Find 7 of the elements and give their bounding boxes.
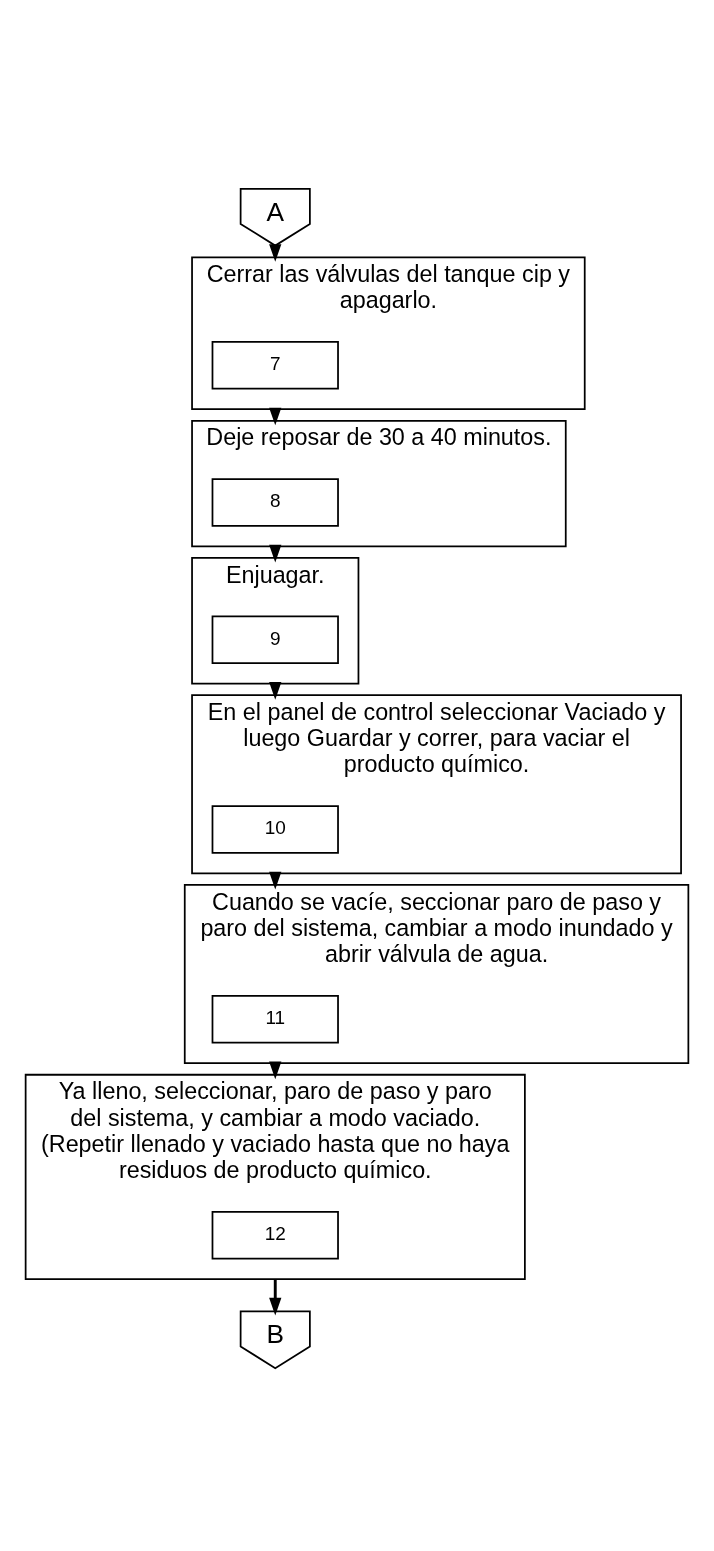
node-box: 12 bbox=[211, 1211, 339, 1260]
node-box: 10 bbox=[211, 805, 339, 854]
node-box: 9 bbox=[211, 615, 339, 664]
node-box: 11 bbox=[211, 995, 339, 1044]
node-box: 8 bbox=[211, 478, 339, 527]
node-box: 7 bbox=[211, 341, 339, 390]
arrow bbox=[269, 1279, 282, 1316]
